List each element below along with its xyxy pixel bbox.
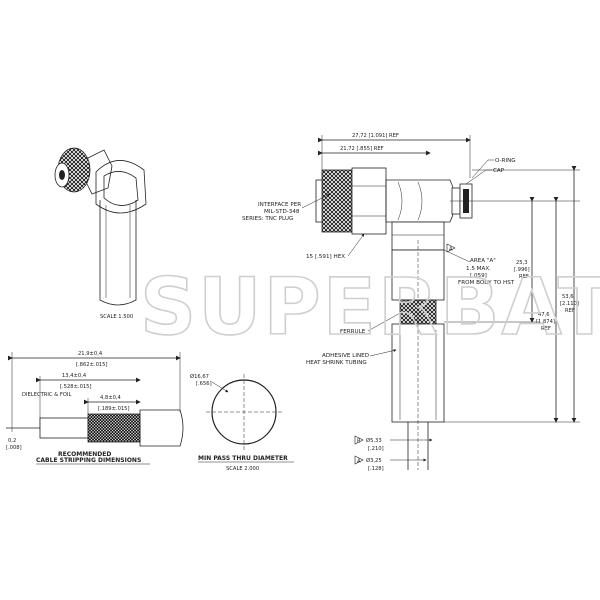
dielectric-label: DIELECTRIC & FOIL <box>22 392 71 398</box>
min-pass-thru-view: Ø16,67 [.656] MIN PASS THRU DIAMETER SCA… <box>190 373 294 472</box>
dim-02-line-2: [.008] <box>6 445 22 451</box>
dim-219-line-1: 21,9±0,4 <box>78 351 103 357</box>
interface-line-3: SERIES: TNC PLUG <box>242 216 293 222</box>
dia-325-line-1: Ø3,25 <box>366 457 382 464</box>
hex-label: 15 [.591] HEX <box>306 254 345 260</box>
dim-219-line-2: [.862±.015] <box>76 362 108 368</box>
dia-533-line-2: [.210] <box>368 446 384 452</box>
min-pass-dia-line-1: Ø16,67 <box>190 373 209 380</box>
main-side-view: 27,72 [1.091] REF 21,72 [.855] REF O-RIN… <box>242 133 580 472</box>
interface-line-1: INTERFACE PER <box>258 202 301 208</box>
dim-134-line-1: 13,4±0,4 <box>62 373 87 379</box>
dim-02-line-1: 0,2 <box>8 438 16 444</box>
adhesive-line-1: ADHESIVE LINED <box>322 353 369 359</box>
iso-scale-label: SCALE 1.500 <box>100 314 133 320</box>
min-pass-dia-line-2: [.656] <box>196 381 212 387</box>
dia-533-line-1: Ø5,33 <box>366 437 382 444</box>
stripping-caption-2: CABLE STRIPPING DIMENSIONS <box>36 457 141 464</box>
area-line-3: [.059] <box>470 273 487 279</box>
dim-47-line-2: [1.874] <box>536 319 555 325</box>
dim-interface-length: 21,72 [.855] REF <box>340 146 384 152</box>
stripping-caption-1: RECOMMENDED <box>58 451 111 458</box>
area-line-4: FROM BODY TO HST <box>458 280 515 286</box>
adhesive-line-2: HEAT SHRINK TUBING <box>306 360 367 366</box>
isometric-view: SCALE 1.500 <box>54 147 147 320</box>
flag-a-top: A <box>449 247 453 253</box>
area-line-2: 1.5 MAX. <box>466 266 491 272</box>
dim-25-line-1: 25,3 <box>516 260 528 266</box>
label-o-ring: O-RING <box>495 158 516 164</box>
dim-134-line-2: [.528±.015] <box>60 384 92 390</box>
dim-25-line-3: REF <box>519 274 529 280</box>
dim-53-line-1: 53,6 <box>562 294 574 300</box>
flag-a-bottom: A <box>357 459 361 465</box>
flag-b: B <box>357 439 361 445</box>
min-pass-caption: MIN PASS THRU DIAMETER <box>198 455 288 462</box>
dim-48-line-2: [.189±.015] <box>98 406 130 412</box>
ferrule-label: FERRULE <box>340 329 366 335</box>
dim-53-line-3: REF <box>565 308 575 314</box>
dia-325-line-2: [.128] <box>368 466 384 472</box>
dim-47-line-1: 47,6 <box>538 312 550 318</box>
interface-line-2: MIL-STD-348 <box>264 209 300 215</box>
dim-48-line-1: 4,8±0,4 <box>100 395 122 401</box>
dim-47-line-3: REF <box>541 326 551 332</box>
dim-53-line-2: [2.110] <box>560 301 579 307</box>
min-pass-scale: SCALE 2.000 <box>226 466 259 472</box>
label-cap: CAP <box>493 168 505 174</box>
dim-overall-length: 27,72 [1.091] REF <box>352 133 399 139</box>
dim-25-line-2: [.996] <box>514 267 530 273</box>
area-line-1: AREA "A" <box>470 258 496 264</box>
watermark: SUPERBAT <box>140 263 600 353</box>
cable-stripping-view: 21,9±0,4 [.862±.015] 13,4±0,4 [.528±.015… <box>6 351 184 465</box>
